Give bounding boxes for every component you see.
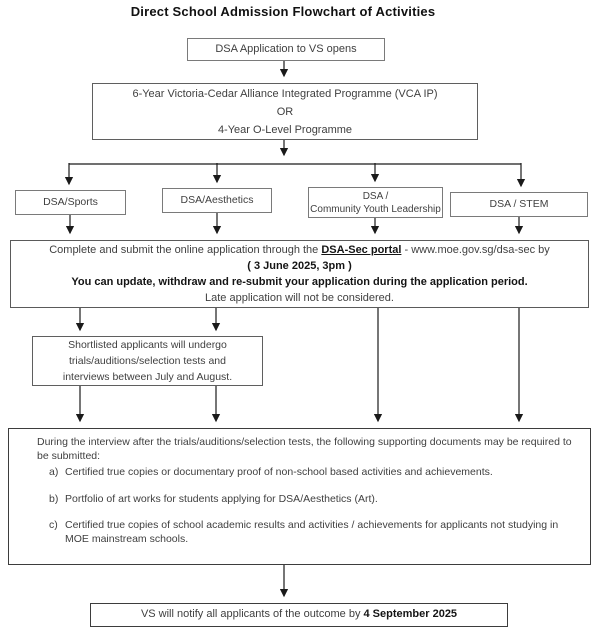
interview-item-a-text: Certified true copies or documentary pro… — [65, 466, 493, 478]
online-application-line1-pre: Complete and submit the online applicati… — [49, 244, 322, 256]
node-dsa-community-youth-leadership-label: DSA / Community Youth Leadership — [310, 190, 441, 215]
interview-item-c-label: c) — [49, 519, 58, 531]
node-dsa-stem: DSA / STEM — [450, 192, 588, 217]
programme-line-3: 4-Year O-Level Programme — [217, 123, 353, 136]
dsa-sec-portal-link[interactable]: DSA-Sec portal — [321, 244, 402, 256]
node-dsa-aesthetics: DSA/Aesthetics — [162, 188, 272, 213]
outcome-date: 4 September 2025 — [363, 608, 458, 621]
node-interview-documents: During the interview after the trials/au… — [8, 428, 591, 565]
online-application-line-1: Complete and submit the online applicati… — [49, 242, 550, 258]
interview-intro: During the interview after the trials/au… — [37, 436, 572, 462]
node-shortlisted: Shortlisted applicants will undergo tria… — [32, 336, 263, 386]
page-title: Direct School Admission Flowchart of Act… — [130, 4, 436, 19]
node-outcome: VS will notify all applicants of the out… — [90, 603, 508, 627]
interview-item-b-label: b) — [49, 492, 59, 505]
online-application-line1-post: - www.moe.gov.sg/dsa-sec by — [401, 244, 550, 256]
node-dsa-application-opens-label: DSA Application to VS opens — [215, 42, 357, 55]
online-application-line-4: Late application will not be considered. — [205, 292, 394, 304]
outcome-prefix: VS will notify all applicants of the out… — [140, 608, 364, 621]
node-online-application: Complete and submit the online applicati… — [10, 240, 589, 308]
outcome-text: VS will notify all applicants of the out… — [141, 607, 457, 623]
node-dsa-aesthetics-label: DSA/Aesthetics — [180, 193, 254, 206]
node-dsa-sports: DSA/Sports — [15, 190, 126, 215]
interview-item-c-text: Certified true copies of school academic… — [65, 519, 559, 545]
node-dsa-application-opens: DSA Application to VS opens — [187, 38, 385, 61]
node-programme: 6-Year Victoria-Cedar Alliance Integrate… — [92, 83, 478, 140]
interview-item-b-text: Portfolio of art works for students appl… — [65, 492, 378, 505]
interview-item-a: a) Certified true copies or documentary … — [49, 466, 493, 480]
interview-item-c: c) Certified true copies of school acade… — [49, 519, 570, 546]
node-shortlisted-text: Shortlisted applicants will undergo tria… — [62, 339, 233, 383]
online-application-deadline: ( 3 June 2025, 3pm ) — [247, 260, 352, 272]
node-dsa-sports-label: DSA/Sports — [43, 195, 98, 208]
programme-line-2: OR — [276, 105, 294, 118]
online-application-line-3: You can update, withdraw and re-submit y… — [71, 276, 528, 288]
interview-item-b: b) Portfolio of art works for students a… — [49, 493, 378, 507]
node-dsa-community-youth-leadership: DSA / Community Youth Leadership — [308, 187, 443, 218]
programme-line-1: 6-Year Victoria-Cedar Alliance Integrate… — [132, 87, 438, 100]
node-dsa-stem-label: DSA / STEM — [489, 197, 549, 210]
interview-item-a-label: a) — [49, 466, 59, 478]
